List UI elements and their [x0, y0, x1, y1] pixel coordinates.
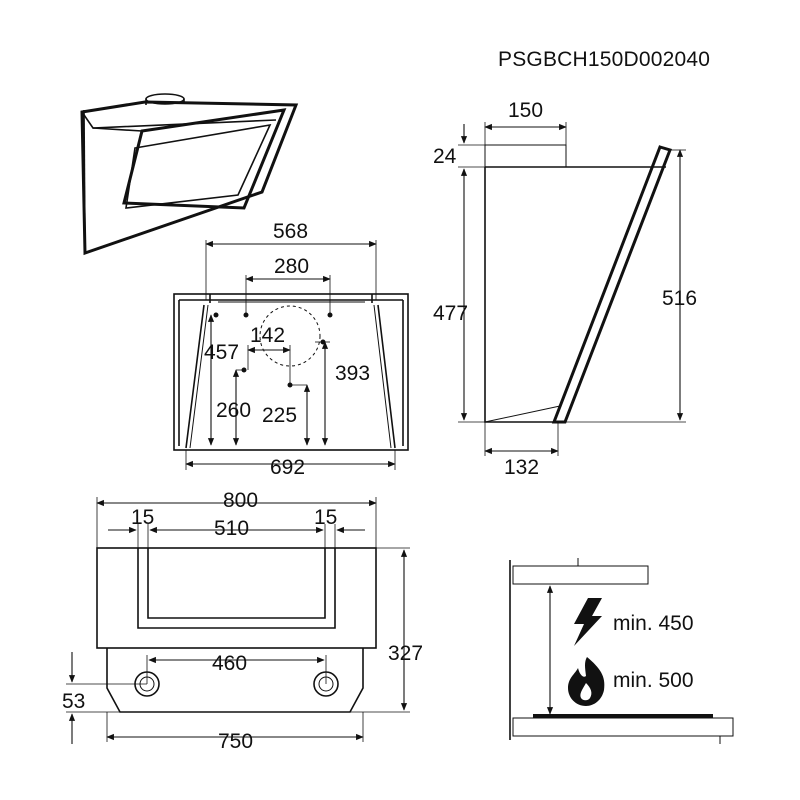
hood-bottom-view [96, 547, 377, 713]
dim-692: 692 [270, 456, 305, 479]
dim-800: 800 [223, 489, 258, 512]
product-code: PSGBCH150D002040 [498, 48, 710, 71]
dim-53: 53 [62, 690, 85, 713]
dim-150: 150 [508, 99, 543, 122]
flame-icon [568, 657, 605, 706]
dim-15-right: 15 [314, 506, 337, 529]
dim-457: 457 [204, 341, 239, 364]
dim-142: 142 [250, 324, 285, 347]
dim-132: 132 [504, 456, 539, 479]
dim-568: 568 [273, 220, 308, 243]
dim-280: 280 [274, 255, 309, 278]
dim-24: 24 [433, 145, 457, 168]
dim-750: 750 [218, 730, 253, 753]
dim-327: 327 [388, 642, 423, 665]
dim-393: 393 [335, 362, 370, 385]
dim-510: 510 [214, 517, 249, 540]
side-dimensions [458, 122, 686, 456]
dim-260: 260 [216, 399, 251, 422]
dim-225: 225 [262, 404, 297, 427]
hood-perspective-illustration [80, 93, 299, 256]
dim-15-left: 15 [131, 506, 154, 529]
dim-460: 460 [212, 652, 247, 675]
clearance-gas-label: min. 500 [613, 669, 694, 692]
clearance-electric-label: min. 450 [613, 612, 694, 635]
dim-516: 516 [662, 287, 697, 310]
hood-side-view [484, 144, 672, 424]
front-dimensions [185, 240, 396, 470]
clearance-diagram [509, 558, 734, 744]
dim-477: 477 [433, 302, 468, 325]
bottom-dimensions [66, 497, 410, 744]
lightning-icon [574, 598, 602, 646]
